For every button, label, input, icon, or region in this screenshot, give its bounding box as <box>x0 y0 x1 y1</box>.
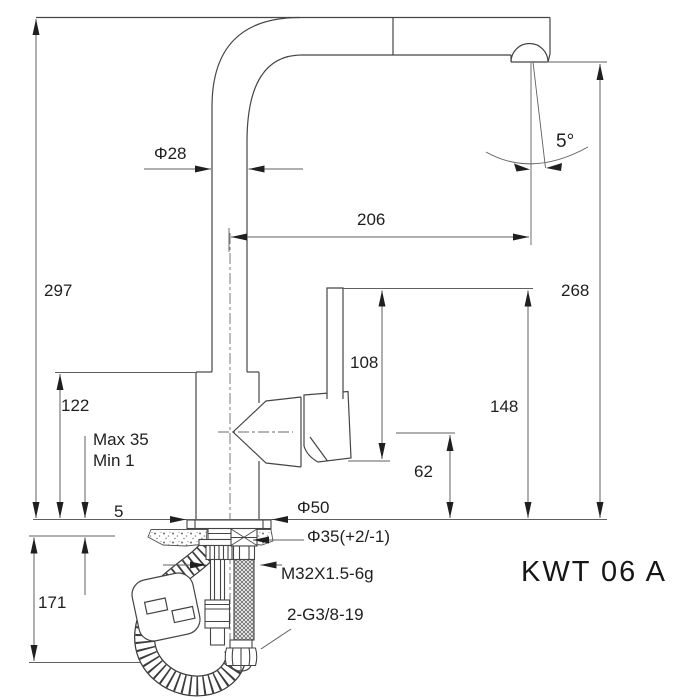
dim-body-height-label: 122 <box>61 396 90 415</box>
dim-flange-diameter-label: Φ50 <box>297 498 330 517</box>
angle-arc-arrows <box>514 163 562 172</box>
dim-below-counter-depth-label: 171 <box>38 593 67 612</box>
aerator-dome <box>510 42 549 63</box>
dimension-lines <box>30 19 604 661</box>
handle-cap <box>303 390 352 463</box>
mounting-flange <box>186 519 272 530</box>
centerlines <box>218 233 293 662</box>
dim-shank-thread-label: M32X1.5-6g <box>281 564 374 583</box>
spout-outline <box>36 16 551 372</box>
braided-section <box>233 558 255 641</box>
supply-hose <box>230 527 258 641</box>
dim-spout-reach-label: 206 <box>357 210 386 229</box>
dim-total-height-label: 297 <box>44 281 73 300</box>
faucet-body <box>195 371 302 520</box>
connection-nut <box>224 639 258 673</box>
dim-supply-connections-label: 2-G3/8-19 <box>287 605 364 624</box>
reference-lines <box>29 61 607 663</box>
dim-lever-height-label: 108 <box>350 353 379 372</box>
dim-counter-max-label: Max 35 <box>93 430 149 449</box>
angle-arc <box>485 146 589 165</box>
dim-spout-angle-label: 5° <box>556 131 575 152</box>
spout-angle-line <box>532 61 546 169</box>
dim-flange-offset-label: 5 <box>114 502 124 521</box>
dim-hole-diameter-label: Φ35(+2/-1) <box>307 527 391 546</box>
g38-leader-line <box>260 628 292 650</box>
dim-height-aerator-label: 268 <box>561 281 590 300</box>
hose-weight <box>131 572 201 642</box>
handle-lever <box>326 287 344 399</box>
mounting-hardware <box>198 527 242 561</box>
model-number-label: KWT 06 A <box>521 556 668 588</box>
hose-guide-tube <box>204 558 231 646</box>
dim-handle-axis-label: 62 <box>414 462 433 481</box>
dim-pipe-diameter-label: Φ28 <box>154 144 187 163</box>
dim-counter-min-label: Min 1 <box>93 451 135 470</box>
dim-height-lever-label: 148 <box>490 397 519 416</box>
handle-assembly <box>303 287 352 463</box>
